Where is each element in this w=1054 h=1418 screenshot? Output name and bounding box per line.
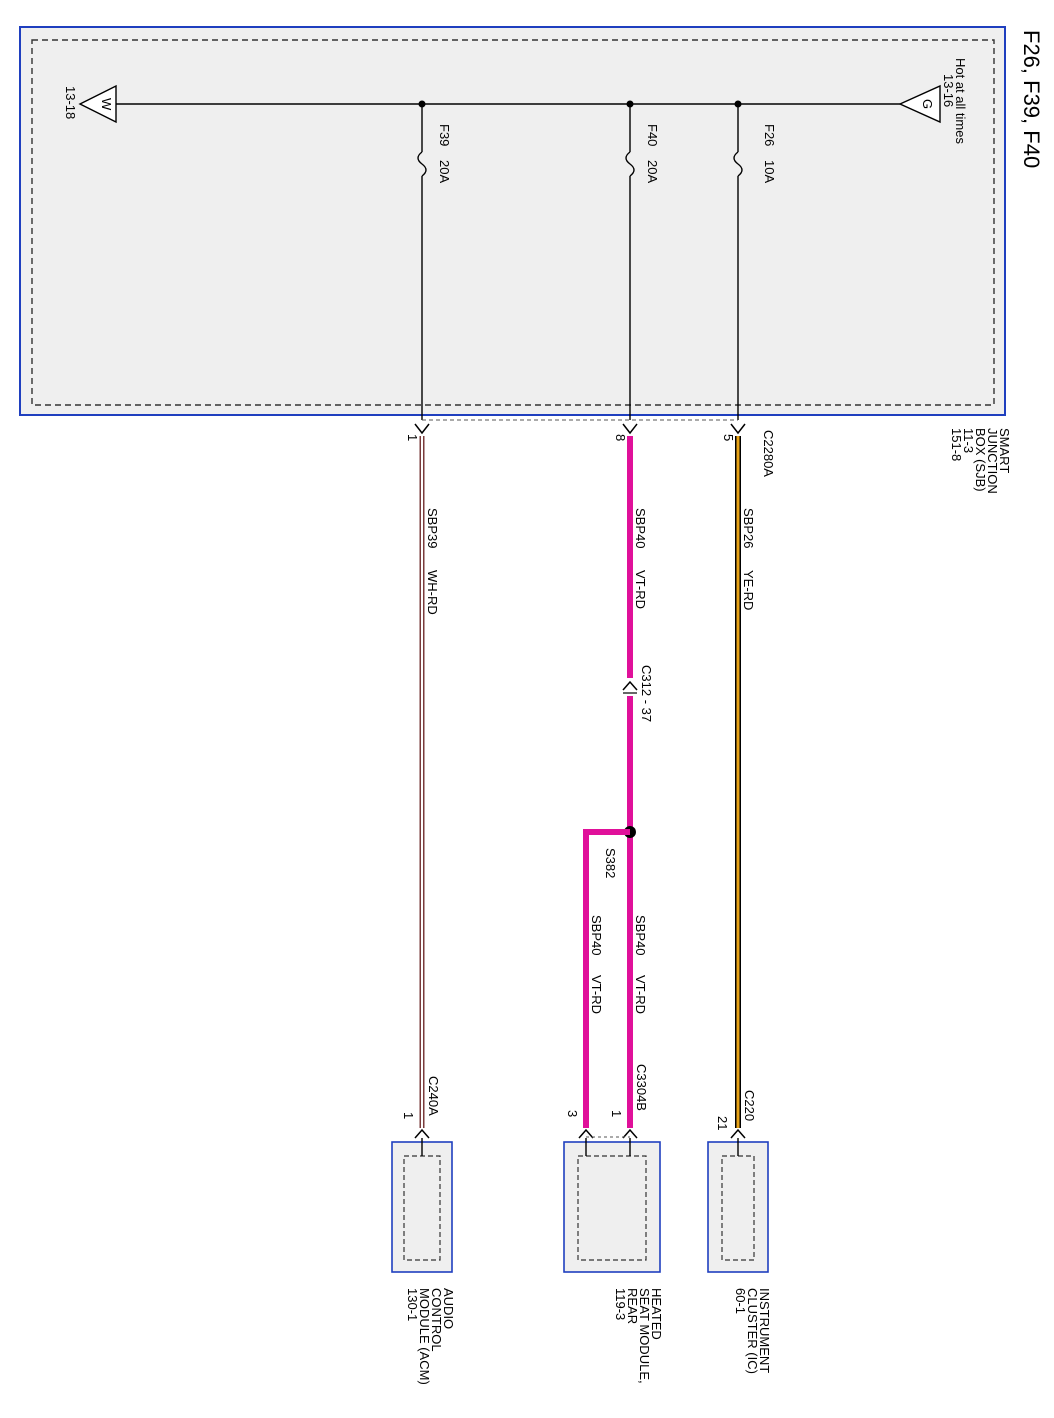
svg-text:SMART: SMART <box>997 428 1012 473</box>
fuse-f39: F39 20A <box>417 104 452 420</box>
circuit-name-branch-b: SBP40 <box>589 915 604 955</box>
wire-sbp40-branch: SBP40 VT-RD <box>583 829 630 1128</box>
svg-text:AUDIO: AUDIO <box>441 1288 456 1329</box>
svg-text:151-8: 151-8 <box>949 428 964 461</box>
connector-c3304b: C3304B <box>634 1064 649 1111</box>
fuse-icon <box>733 151 743 177</box>
pin-f39: 1 <box>405 434 420 441</box>
connector-chevron-icon <box>414 1128 430 1139</box>
fuse-f26: F26 10A <box>733 104 777 420</box>
circuit-name: SBP40 <box>633 508 648 548</box>
connector-c220: C220 <box>742 1090 757 1121</box>
fuse-id: F39 <box>437 124 452 146</box>
module-audio-control: AUDIO CONTROL MODULE (ACM) 130-1 <box>391 1138 456 1385</box>
inline-connector-chevron-icon <box>622 680 638 691</box>
svg-text:REAR: REAR <box>625 1288 640 1324</box>
power-source-flag-icon <box>898 84 941 124</box>
reference-ref: 13-18 <box>63 86 78 119</box>
svg-text:HEATED: HEATED <box>649 1288 664 1340</box>
sjb-label: SMART JUNCTION BOX (SJB) 11-3 151-8 <box>949 428 1012 494</box>
circuit-color-branch-a: VT-RD <box>633 975 648 1014</box>
fuse-rating: 10A <box>762 160 777 183</box>
circuit-color: VT-RD <box>633 570 648 609</box>
connector-c2280a: C2280A <box>761 430 776 477</box>
sjb-box <box>19 26 1006 416</box>
svg-text:SEAT MODULE,: SEAT MODULE, <box>637 1288 652 1384</box>
fuse-id: F40 <box>645 124 660 146</box>
connector-chevron-icon <box>730 1128 746 1139</box>
svg-text:130-1: 130-1 <box>405 1288 420 1321</box>
page-title: F26, F39, F40 <box>1019 30 1044 168</box>
fuse-rating: 20A <box>437 160 452 183</box>
circuit-color: YE-RD <box>741 570 756 610</box>
reference-flag: W <box>99 98 114 111</box>
svg-text:CLUSTER (IC): CLUSTER (IC) <box>745 1288 760 1374</box>
svg-text:JUNCTION: JUNCTION <box>985 428 1000 494</box>
pin-acm: 1 <box>401 1112 416 1119</box>
connector-chevron-icon <box>622 423 638 435</box>
fuse-f40: F40 20A <box>625 104 660 420</box>
power-source-line-2: 13-16 <box>941 74 956 107</box>
module-instrument-cluster: INSTRUMENT CLUSTER (IC) 60-1 <box>707 1138 772 1374</box>
connector-chevron-icon <box>622 1128 638 1139</box>
circuit-name: SBP39 <box>425 508 440 548</box>
fuse-icon <box>625 151 635 177</box>
svg-text:MODULE (ACM): MODULE (ACM) <box>417 1288 432 1385</box>
connector-c240a: C240A <box>426 1076 441 1116</box>
circuit-name: SBP26 <box>741 508 756 548</box>
svg-text:INSTRUMENT: INSTRUMENT <box>757 1288 772 1373</box>
connector-chevron-icon <box>414 423 430 435</box>
svg-text:119-3: 119-3 <box>613 1288 628 1320</box>
pin-f40: 8 <box>613 434 628 441</box>
circuit-color: WH-RD <box>425 570 440 615</box>
power-source-line-1: Hot at all times <box>953 58 968 144</box>
pin-f26: 5 <box>721 434 736 441</box>
connector-chevron-icon <box>730 423 746 435</box>
module-heated-seat-rear: HEATED SEAT MODULE, REAR 119-3 <box>563 1138 664 1384</box>
svg-text:11-3: 11-3 <box>961 428 976 453</box>
reference-flag-icon <box>78 84 117 124</box>
fuse-rating: 20A <box>645 160 660 183</box>
wire-sbp26: SBP26 YE-RD <box>735 436 756 1128</box>
connector-chevron-icon <box>578 1128 594 1139</box>
pin-hsm-b: 3 <box>565 1110 580 1117</box>
wire-sbp39: SBP39 WH-RD <box>419 436 440 1128</box>
pin-ic: 21 <box>715 1116 730 1130</box>
sjb-inner-dashed <box>31 39 995 406</box>
svg-text:BOX (SJB): BOX (SJB) <box>973 428 988 492</box>
svg-text:CONTROL: CONTROL <box>429 1288 444 1352</box>
circuit-name-branch-a: SBP40 <box>633 915 648 955</box>
inline-connector-label: C312 - 37 <box>639 665 654 722</box>
power-source-flag: G <box>920 99 935 109</box>
fuse-id: F26 <box>762 124 777 146</box>
smart-junction-box: G Hot at all times 13-16 W 13-18 F26 10A… <box>19 26 1006 420</box>
splice-label: S382 <box>603 848 618 878</box>
wire-sbp40: SBP40 VT-RD C312 - 37 S382 SBP40 VT-RD <box>603 436 654 1128</box>
circuit-color-branch-b: VT-RD <box>589 975 604 1014</box>
pin-hsm-a: 1 <box>609 1110 624 1117</box>
fuse-icon <box>417 151 427 177</box>
svg-text:60-1: 60-1 <box>733 1288 748 1314</box>
